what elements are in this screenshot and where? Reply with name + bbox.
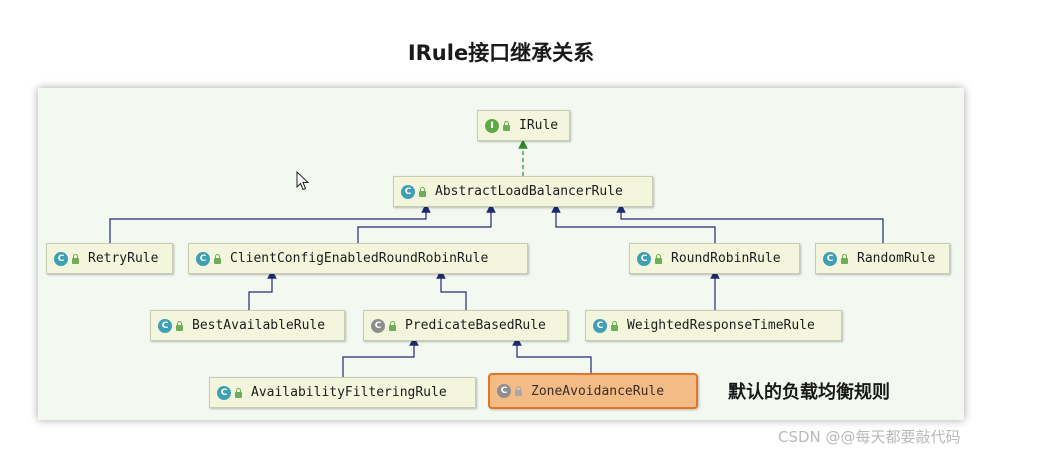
class-icon: C — [158, 318, 172, 333]
edge-availability-filtering-to-predicate-based — [342, 336, 419, 377]
class-icon: C — [196, 251, 210, 266]
public-lock-icon — [655, 253, 662, 264]
node-random-rule[interactable]: C RandomRule — [815, 243, 950, 274]
node-round-robin-rule[interactable]: C RoundRobinRule — [629, 243, 800, 274]
class-icon: C — [497, 384, 511, 398]
node-label: ZoneAvoidanceRule — [531, 383, 665, 399]
public-lock-icon — [72, 253, 79, 264]
public-lock-icon — [176, 320, 183, 331]
node-label: PredicateBasedRule — [405, 318, 546, 333]
edge-random-to-abstract-lb — [616, 203, 884, 243]
watermark: CSDN @@每天都要敲代码 — [778, 428, 961, 446]
node-label: IRule — [519, 118, 559, 133]
public-lock-icon — [611, 320, 618, 331]
class-icon: C — [637, 251, 651, 266]
public-lock-icon — [235, 387, 242, 398]
default-rule-note: 默认的负载均衡规则 — [728, 382, 890, 403]
node-label: RandomRule — [857, 251, 936, 266]
public-lock-icon — [389, 320, 396, 331]
node-zone-avoidance-rule[interactable]: C ZoneAvoidanceRule — [488, 373, 698, 409]
node-label: RetryRule — [88, 251, 159, 266]
node-client-config-enabled-round-robin-rule[interactable]: C ClientConfigEnabledRoundRobinRule — [188, 243, 528, 274]
class-icon: C — [593, 318, 607, 333]
node-label: ClientConfigEnabledRoundRobinRule — [230, 251, 489, 266]
node-abstract-load-balancer-rule[interactable]: C AbstractLoadBalancerRule — [393, 176, 653, 207]
node-weighted-response-time-rule[interactable]: C WeightedResponseTimeRule — [585, 310, 842, 341]
abstract-class-icon: C — [371, 318, 385, 333]
public-lock-icon — [419, 186, 426, 197]
abstract-class-icon: C — [401, 184, 415, 199]
node-irule[interactable]: I IRule — [477, 110, 570, 141]
node-predicate-based-rule[interactable]: C PredicateBasedRule — [363, 310, 568, 341]
node-label: AvailabilityFilteringRule — [251, 385, 447, 400]
node-label: WeightedResponseTimeRule — [627, 318, 815, 333]
public-lock-icon — [841, 253, 848, 264]
edge-zone-avoidance-to-predicate-based — [512, 336, 592, 373]
public-lock-icon — [503, 120, 510, 131]
diagram-title: IRule接口继承关系 — [407, 41, 595, 65]
edge-predicate-based-to-client-config — [436, 269, 467, 310]
public-lock-icon — [515, 386, 522, 396]
node-label: RoundRobinRule — [671, 251, 781, 266]
interface-icon: I — [485, 118, 499, 133]
edge-retry-to-abstract-lb — [109, 203, 431, 243]
node-availability-filtering-rule[interactable]: C AvailabilityFilteringRule — [209, 377, 476, 408]
mouse-pointer-icon — [296, 171, 310, 191]
class-icon: C — [54, 251, 68, 266]
edge-best-available-to-client-config — [248, 269, 277, 310]
node-label: BestAvailableRule — [192, 318, 326, 333]
edge-client-config-to-abstract-lb — [357, 203, 496, 243]
class-icon: C — [217, 385, 231, 400]
node-retry-rule[interactable]: C RetryRule — [46, 243, 173, 274]
public-lock-icon — [214, 253, 221, 264]
class-icon: C — [823, 251, 837, 266]
edge-round-robin-to-abstract-lb — [551, 203, 716, 243]
node-label: AbstractLoadBalancerRule — [435, 184, 623, 199]
node-best-available-rule[interactable]: C BestAvailableRule — [150, 310, 345, 341]
